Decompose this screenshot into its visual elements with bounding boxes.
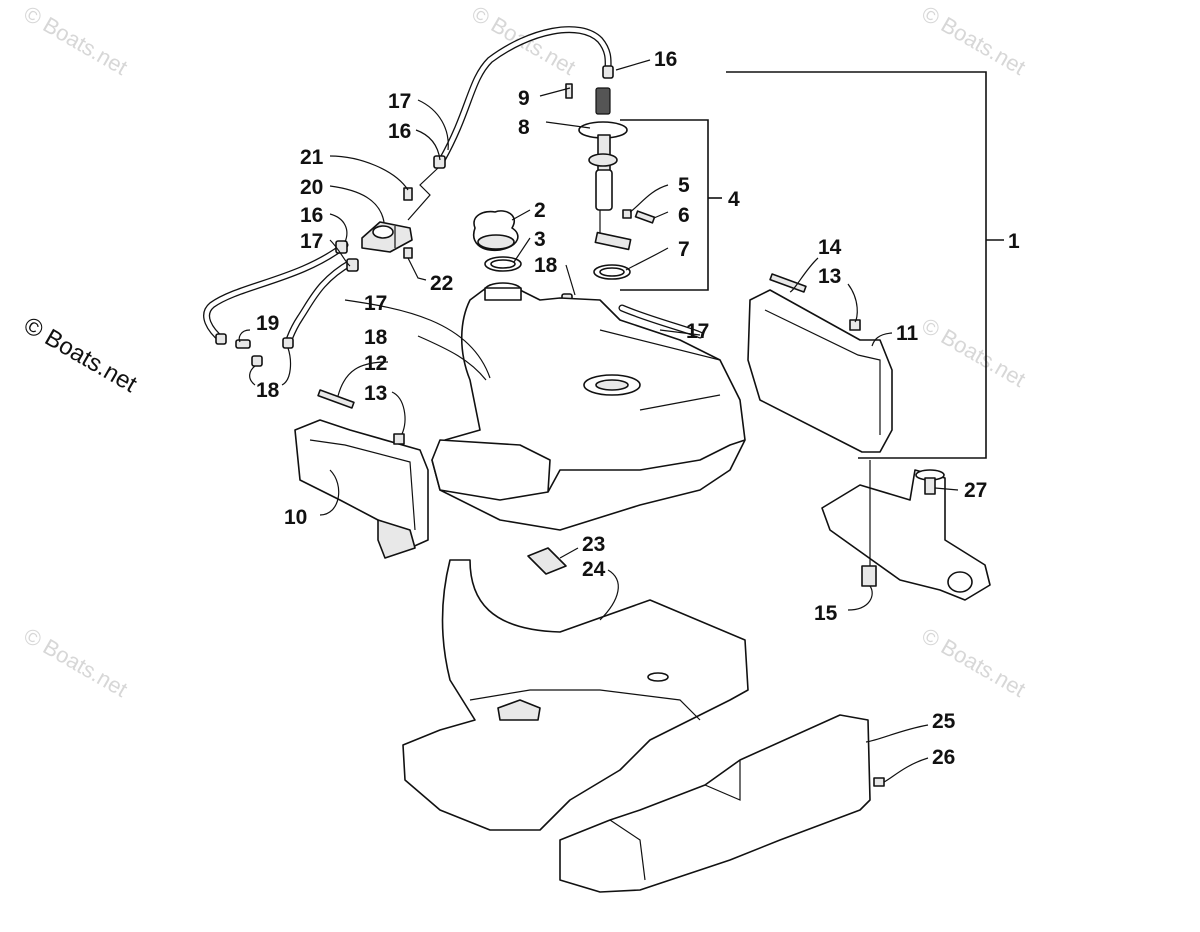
watermark-side: © Boats.net bbox=[19, 312, 142, 398]
callout-20: 20 bbox=[300, 176, 323, 199]
clip-nut-15 bbox=[861, 565, 877, 587]
gasket-7-inner bbox=[599, 267, 625, 277]
callout-26: 26 bbox=[932, 746, 955, 769]
nut-22 bbox=[403, 247, 413, 259]
callout-23: 23 bbox=[582, 533, 605, 556]
callout-17-left: 17 bbox=[300, 230, 323, 253]
callout-24: 24 bbox=[582, 558, 606, 581]
tank-strap-left-10 bbox=[294, 389, 429, 559]
assembly-bracket-4 bbox=[620, 119, 722, 291]
watermark-1: © Boats.net bbox=[20, 1, 132, 80]
callout-19: 19 bbox=[256, 312, 279, 335]
connector-19 bbox=[235, 339, 251, 349]
guard-25 bbox=[559, 714, 885, 893]
screw-6 bbox=[634, 210, 656, 224]
bolt-27 bbox=[924, 477, 936, 495]
callout-13-left: 13 bbox=[364, 382, 387, 405]
callout-13-right: 13 bbox=[818, 265, 841, 288]
callout-17-right: 17 bbox=[686, 320, 709, 343]
callout-14: 14 bbox=[818, 236, 842, 259]
frame-bracket bbox=[821, 460, 991, 601]
hose-clamp-left-2 bbox=[346, 258, 359, 272]
callout-4: 4 bbox=[728, 188, 740, 211]
screw-26 bbox=[873, 777, 885, 787]
callout-16-top: 16 bbox=[654, 48, 677, 71]
callout-17-top: 17 bbox=[388, 90, 411, 113]
nut-5 bbox=[622, 209, 632, 219]
watermark-5: © Boats.net bbox=[918, 313, 1030, 392]
callout-17-mid: 17 bbox=[364, 292, 387, 315]
hose-clamp-lower-1 bbox=[215, 333, 227, 345]
callout-5: 5 bbox=[678, 174, 690, 197]
gasket-3-inner bbox=[490, 259, 516, 269]
fuel-cap-2 bbox=[473, 210, 519, 252]
screw-9 bbox=[565, 83, 573, 99]
watermark-3: © Boats.net bbox=[918, 1, 1030, 80]
screw-21 bbox=[403, 187, 413, 201]
callout-9: 9 bbox=[518, 87, 530, 110]
callout-8: 8 bbox=[518, 116, 530, 139]
tray-24 bbox=[402, 559, 749, 831]
assembly-bracket-1 bbox=[726, 71, 1004, 459]
watermark-8: © Boats.net bbox=[918, 623, 1030, 702]
callout-18-left: 18 bbox=[256, 379, 280, 402]
callout-27: 27 bbox=[964, 479, 987, 502]
callout-3: 3 bbox=[534, 228, 546, 251]
watermark-6: © Boats.net bbox=[20, 623, 132, 702]
callout-16-mid: 16 bbox=[388, 120, 411, 143]
callout-18-right: 18 bbox=[534, 254, 558, 277]
callout-12: 12 bbox=[364, 352, 387, 375]
callout-18-mid: 18 bbox=[364, 326, 388, 349]
hose-clamp-left-1 bbox=[335, 240, 348, 254]
callout-22: 22 bbox=[430, 272, 453, 295]
callout-7: 7 bbox=[678, 238, 690, 261]
callout-2: 2 bbox=[534, 199, 546, 222]
pad-23 bbox=[527, 547, 567, 575]
callout-6: 6 bbox=[678, 204, 690, 227]
callout-1: 1 bbox=[1008, 230, 1020, 253]
callout-25: 25 bbox=[932, 710, 956, 733]
hose-clamp-lower-3 bbox=[251, 355, 263, 367]
fuel-pump-assembly-4 bbox=[578, 87, 632, 251]
callout-10: 10 bbox=[284, 506, 307, 529]
leader-lines bbox=[238, 59, 959, 783]
hose-clamp-top bbox=[602, 65, 614, 79]
callout-11: 11 bbox=[896, 322, 919, 345]
tank-strap-right-11 bbox=[747, 273, 893, 453]
callout-21: 21 bbox=[300, 146, 324, 169]
fuel-tank bbox=[431, 282, 746, 531]
callout-15: 15 bbox=[814, 602, 838, 625]
hose-clamp-lower-2 bbox=[282, 337, 294, 349]
fuel-valve-20 bbox=[361, 221, 413, 253]
callout-labels: 1 2 3 4 5 6 7 8 9 10 11 12 13 13 14 15 1… bbox=[256, 48, 1020, 769]
callout-16-left: 16 bbox=[300, 204, 323, 227]
